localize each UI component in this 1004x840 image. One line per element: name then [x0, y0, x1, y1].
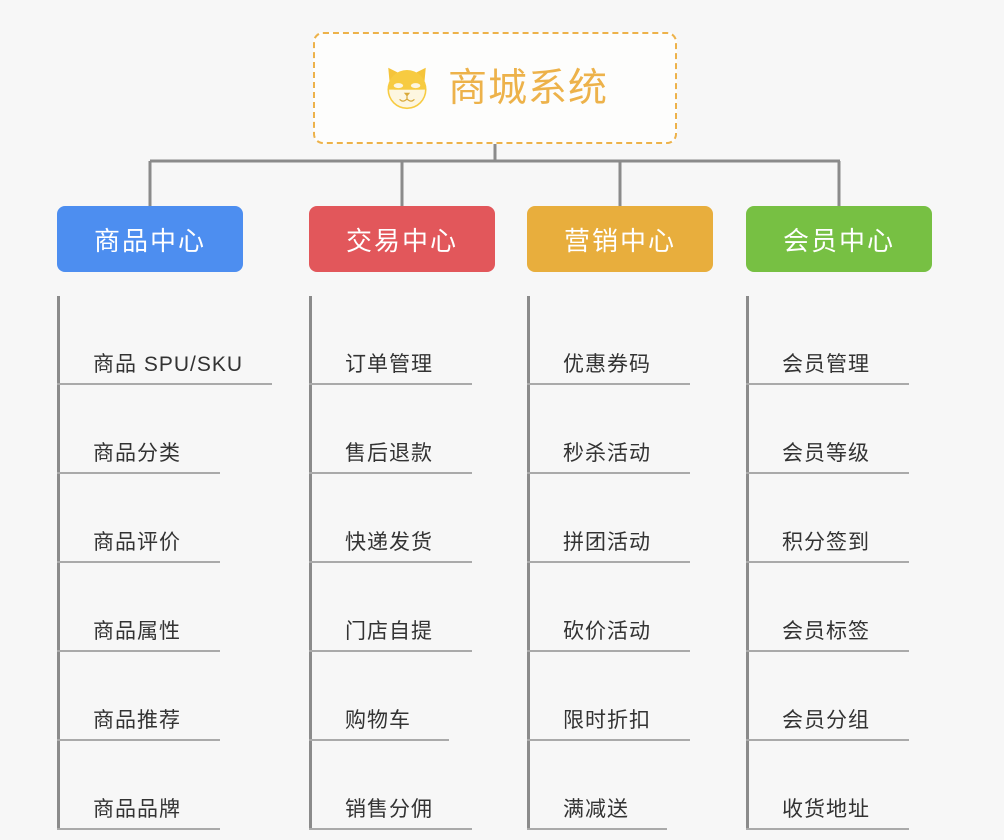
leaf-list-3: 优惠券码秒杀活动拼团活动砍价活动限时折扣满减送: [527, 296, 713, 830]
category-column-4: 会员中心会员管理会员等级积分签到会员标签会员分组收货地址: [746, 206, 932, 830]
leaf-item[interactable]: 销售分佣: [309, 741, 495, 830]
leaf-item[interactable]: 商品分类: [57, 385, 243, 474]
leaf-item[interactable]: 商品属性: [57, 563, 243, 652]
leaf-list-2: 订单管理售后退款快递发货门店自提购物车销售分佣: [309, 296, 495, 830]
leaf-item-label: 商品 SPU/SKU: [93, 353, 244, 376]
leaf-item[interactable]: 商品评价: [57, 474, 243, 563]
leaf-item-label: 秒杀活动: [563, 442, 651, 465]
leaf-item-rule: [746, 739, 909, 741]
leaf-item[interactable]: 售后退款: [309, 385, 495, 474]
category-pill-4[interactable]: 会员中心: [746, 206, 932, 272]
leaf-item-label: 商品属性: [93, 620, 181, 643]
leaf-item[interactable]: 限时折扣: [527, 652, 713, 741]
leaf-item-label: 会员分组: [782, 709, 870, 732]
leaf-item-label: 商品品牌: [93, 798, 181, 821]
leaf-item-rule: [527, 739, 690, 741]
leaf-item-rule: [527, 383, 690, 385]
leaf-item-rule: [57, 383, 272, 385]
category-pill-2[interactable]: 交易中心: [309, 206, 495, 272]
leaf-item[interactable]: 会员标签: [746, 563, 932, 652]
leaf-item-rule: [746, 561, 909, 563]
root-title: 商城系统: [447, 66, 608, 110]
column-spine-3: [527, 296, 530, 830]
leaf-item-rule: [527, 828, 667, 830]
leaf-item-label: 积分签到: [782, 531, 870, 554]
leaf-item-rule: [309, 472, 472, 474]
leaf-item-label: 拼团活动: [563, 531, 651, 554]
shiba-dog-icon: [387, 67, 427, 110]
leaf-item-rule: [57, 828, 220, 830]
column-spine-1: [57, 296, 60, 830]
leaf-item-rule: [746, 472, 909, 474]
leaf-item-label: 会员标签: [782, 620, 870, 643]
category-column-2: 交易中心订单管理售后退款快递发货门店自提购物车销售分佣: [309, 206, 495, 830]
leaf-item-rule: [309, 561, 472, 563]
leaf-item-rule: [309, 739, 449, 741]
category-column-1: 商品中心商品 SPU/SKU 商品分类商品评价商品属性商品推荐商品品牌: [57, 206, 272, 830]
leaf-item-label: 会员等级: [782, 442, 870, 465]
leaf-item-label: 门店自提: [345, 620, 433, 643]
leaf-item[interactable]: 满减送: [527, 741, 713, 830]
leaf-item-label: 订单管理: [345, 353, 433, 376]
leaf-item-rule: [57, 739, 220, 741]
leaf-item[interactable]: 会员分组: [746, 652, 932, 741]
leaf-item-rule: [746, 650, 909, 652]
leaf-item-label: 购物车: [345, 709, 411, 732]
leaf-item-label: 快递发货: [345, 531, 433, 554]
leaf-item[interactable]: 门店自提: [309, 563, 495, 652]
leaf-item[interactable]: 快递发货: [309, 474, 495, 563]
leaf-item[interactable]: 收货地址: [746, 741, 932, 830]
leaf-item-label: 砍价活动: [563, 620, 651, 643]
leaf-item-label: 商品评价: [93, 531, 181, 554]
column-spine-4: [746, 296, 749, 830]
leaf-item-rule: [309, 650, 472, 652]
leaf-item-label: 售后退款: [345, 442, 433, 465]
leaf-item[interactable]: 订单管理: [309, 296, 495, 385]
leaf-item-rule: [57, 650, 220, 652]
leaf-item-rule: [527, 650, 690, 652]
leaf-item[interactable]: 会员管理: [746, 296, 932, 385]
leaf-item[interactable]: 会员等级: [746, 385, 932, 474]
leaf-item[interactable]: 优惠券码: [527, 296, 713, 385]
leaf-item-label: 优惠券码: [563, 353, 651, 376]
leaf-list-4: 会员管理会员等级积分签到会员标签会员分组收货地址: [746, 296, 932, 830]
leaf-item-rule: [57, 472, 220, 474]
leaf-item[interactable]: 商品推荐: [57, 652, 243, 741]
leaf-item-rule: [309, 383, 472, 385]
leaf-item-rule: [746, 828, 909, 830]
leaf-item-label: 销售分佣: [345, 798, 433, 821]
leaf-item[interactable]: 商品 SPU/SKU: [57, 296, 272, 385]
leaf-item-label: 商品推荐: [93, 709, 181, 732]
leaf-item[interactable]: 秒杀活动: [527, 385, 713, 474]
leaf-item[interactable]: 积分签到: [746, 474, 932, 563]
leaf-item-label: 商品分类: [93, 442, 181, 465]
category-column-3: 营销中心优惠券码秒杀活动拼团活动砍价活动限时折扣满减送: [527, 206, 713, 830]
leaf-item-rule: [527, 561, 690, 563]
leaf-item[interactable]: 购物车: [309, 652, 495, 741]
root-node[interactable]: 商城系统: [313, 32, 677, 144]
leaf-item[interactable]: 商品品牌: [57, 741, 243, 830]
category-pill-3[interactable]: 营销中心: [527, 206, 713, 272]
leaf-item-label: 限时折扣: [563, 709, 651, 732]
leaf-list-1: 商品 SPU/SKU 商品分类商品评价商品属性商品推荐商品品牌: [57, 296, 272, 830]
leaf-item-rule: [309, 828, 472, 830]
leaf-item-label: 满减送: [563, 798, 629, 821]
leaf-item-rule: [57, 561, 220, 563]
leaf-item-label: 会员管理: [782, 353, 870, 376]
leaf-item-label: 收货地址: [782, 798, 870, 821]
leaf-item-rule: [527, 472, 690, 474]
leaf-item[interactable]: 砍价活动: [527, 563, 713, 652]
leaf-item-rule: [746, 383, 909, 385]
column-spine-2: [309, 296, 312, 830]
leaf-item[interactable]: 拼团活动: [527, 474, 713, 563]
category-pill-1[interactable]: 商品中心: [57, 206, 243, 272]
